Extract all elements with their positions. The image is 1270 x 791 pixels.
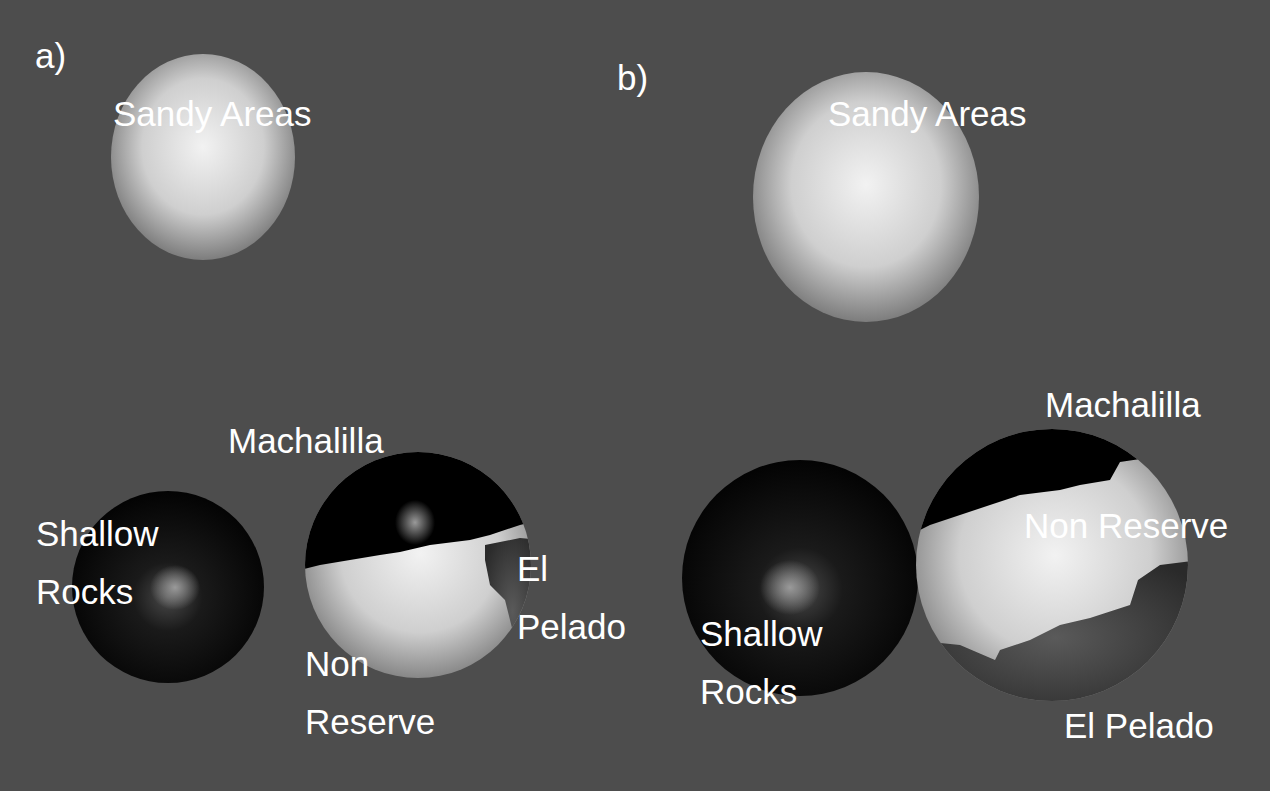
zone-label: Machalilla: [228, 412, 468, 470]
zone-label: Non Reserve: [305, 635, 450, 751]
zone-label: Sandy Areas: [828, 85, 1098, 143]
zone-label: Shallow Rocks: [700, 605, 860, 721]
zone-label: Machalilla: [1045, 376, 1260, 434]
zone-label: El Pelado: [517, 540, 627, 656]
panel-letter: a): [35, 27, 115, 85]
panel-letter: b): [617, 49, 697, 107]
zone-label: Non Reserve: [1024, 497, 1264, 555]
zone-label: El Pelado: [1064, 697, 1264, 755]
zone-label: Shallow Rocks: [36, 505, 186, 621]
zone-label: Sandy Areas: [113, 85, 373, 143]
